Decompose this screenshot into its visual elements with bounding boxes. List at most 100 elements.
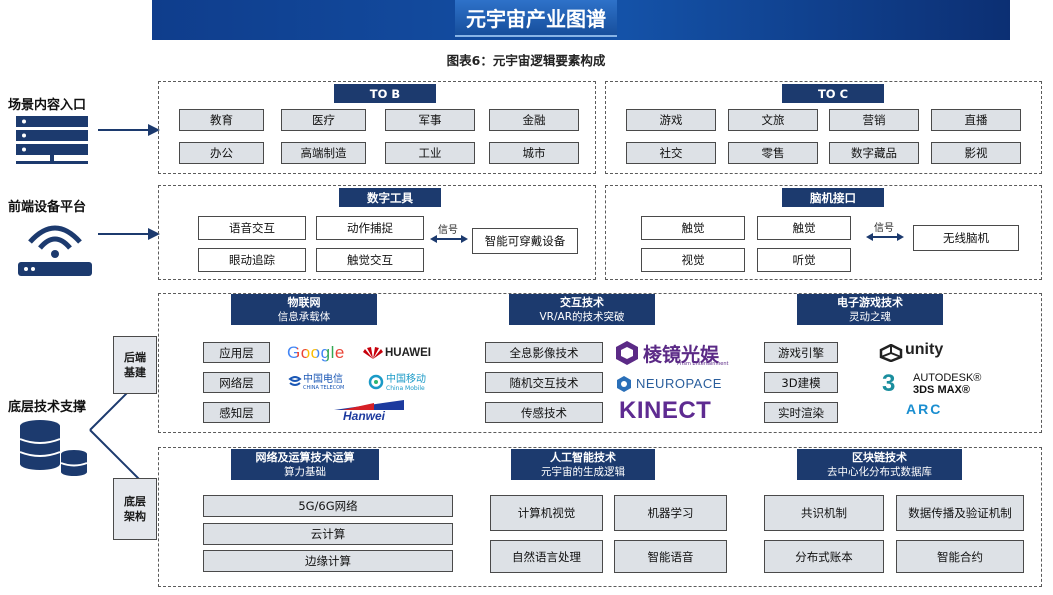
signal-label: 信号 [874, 223, 894, 234]
prism-en-logo: Prism Entertainment [677, 361, 729, 367]
ai-header: 人工智能技术 元宇宙的生成逻辑 [511, 449, 655, 480]
neuropace-logo: NEUROPACE [636, 376, 722, 391]
gaming-title: 电子游戏技术 [837, 295, 903, 309]
bci-item: 视觉 [641, 248, 745, 272]
bci-item: 触觉 [641, 216, 745, 240]
iot-header: 物联网 信息承载体 [231, 294, 377, 325]
bci-item: 触觉 [757, 216, 851, 240]
blockchain-item: 分布式账本 [764, 540, 884, 573]
hanwei-flag-icon [334, 400, 404, 410]
china-telecom-logo: 中国电信 CHINA TELECOM [303, 374, 344, 391]
interaction-header: 交互技术 VR/AR的技术突破 [509, 294, 655, 325]
blockchain-subtitle: 去中心化分布式数据库 [827, 465, 932, 478]
tob-header: TO B [334, 84, 436, 103]
china-telecom-icon [288, 376, 302, 386]
double-arrow-icon [866, 233, 904, 241]
network-item: 边缘计算 [203, 550, 453, 572]
bci-item: 听觉 [757, 248, 851, 272]
iot-layer: 感知层 [203, 402, 270, 423]
iot-layer: 网络层 [203, 372, 270, 393]
toc-item: 文旅 [728, 109, 818, 131]
toc-panel [605, 81, 1042, 174]
interaction-title: 交互技术 [560, 295, 604, 309]
label-tech-support: 底层技术支撑 [8, 400, 87, 415]
ai-title: 人工智能技术 [550, 450, 616, 464]
blockchain-item: 共识机制 [764, 495, 884, 531]
china-mobile-en: China Mobile [386, 385, 425, 392]
tool-item: 眼动追踪 [198, 248, 306, 272]
banner-title: 元宇宙产业图谱 [455, 0, 617, 37]
blockchain-header: 区块链技术 去中心化分布式数据库 [797, 449, 962, 480]
label-frontend: 前端设备平台 [8, 200, 87, 215]
kinect-logo: KINECT [619, 397, 712, 424]
tob-panel [158, 81, 596, 174]
autodesk-3-icon: 3 [882, 370, 896, 397]
toc-header: TO C [782, 84, 884, 103]
blockchain-item: 智能合约 [896, 540, 1024, 573]
network-header: 网络及运算技术运算 算力基础 [231, 449, 379, 480]
network-subtitle: 算力基础 [284, 465, 326, 478]
toc-item: 直播 [931, 109, 1021, 131]
toc-item: 游戏 [626, 109, 716, 131]
prism-icon [616, 341, 638, 365]
arrow-frontend [98, 233, 152, 235]
wireless-bci-box: 无线脑机 [913, 225, 1019, 251]
tob-item: 高端制造 [281, 142, 366, 164]
bci-header: 脑机接口 [782, 188, 884, 207]
interaction-item: 随机交互技术 [485, 372, 603, 393]
label-scene-entry: 场景内容入口 [8, 98, 87, 113]
backend-panel [158, 293, 1042, 433]
network-title: 网络及运算技术运算 [255, 450, 355, 464]
arc-logo: ARC [906, 401, 943, 417]
toc-item: 社交 [626, 142, 716, 164]
side-label-bottom: 底层 架构 [113, 478, 157, 540]
china-telecom-en: CHINA TELECOM [303, 385, 345, 391]
side-label-backend: 后端 基建 [113, 336, 157, 394]
tool-item: 动作捕捉 [316, 216, 424, 240]
tob-item: 军事 [385, 109, 475, 131]
google-logo: Google [287, 343, 345, 363]
google-logo-text: Google [287, 343, 345, 362]
autodesk-line2: 3DS MAX® [913, 384, 971, 396]
tob-item: 工业 [385, 142, 475, 164]
network-item: 5G/6G网络 [203, 495, 453, 517]
tob-item: 医疗 [281, 109, 366, 131]
iot-title: 物联网 [287, 295, 321, 309]
ai-item: 智能语音 [614, 540, 727, 573]
toc-item: 零售 [728, 142, 818, 164]
figure-caption: 图表6：元宇宙逻辑要素构成 [446, 53, 606, 68]
bci-panel [605, 185, 1042, 280]
blockchain-item: 数据传播及验证机制 [896, 495, 1024, 531]
unity-logo: unity [905, 341, 944, 358]
neuropace-icon [617, 376, 631, 392]
china-telecom-cn: 中国电信 [303, 374, 343, 385]
ai-subtitle: 元宇宙的生成逻辑 [541, 465, 625, 478]
digital-tools-header: 数字工具 [339, 188, 441, 207]
arrow-head-icon [148, 228, 160, 240]
unity-cube-icon [879, 344, 903, 362]
blockchain-title: 区块链技术 [852, 450, 907, 464]
network-item: 云计算 [203, 523, 453, 545]
huawei-petal-icon [363, 347, 383, 359]
ai-item: 机器学习 [614, 495, 727, 531]
prism-logo: 棱镜光娱 [643, 344, 720, 366]
gaming-item: 游戏引擎 [764, 342, 838, 363]
gaming-subtitle: 灵动之魂 [849, 310, 891, 323]
tool-item: 语音交互 [198, 216, 306, 240]
gaming-header: 电子游戏技术 灵动之魂 [797, 294, 943, 325]
iot-layer: 应用层 [203, 342, 270, 363]
arrow-head-icon [148, 124, 160, 136]
tool-item: 触觉交互 [316, 248, 424, 272]
ai-item: 计算机视觉 [490, 495, 603, 531]
iot-subtitle: 信息承载体 [277, 310, 331, 323]
autodesk-line1: AUTODESK® [913, 372, 982, 384]
server-rack-icon [16, 116, 88, 164]
gaming-item: 实时渲染 [764, 402, 838, 423]
digital-tools-panel [158, 185, 596, 280]
china-mobile-logo: 中国移动 China Mobile [386, 374, 426, 392]
toc-item: 数字藏品 [829, 142, 919, 164]
arrow-scene [98, 129, 152, 131]
tob-item: 城市 [489, 142, 579, 164]
autodesk-logo: AUTODESK® 3DS MAX® [913, 372, 981, 396]
signal-label: 信号 [438, 225, 458, 236]
